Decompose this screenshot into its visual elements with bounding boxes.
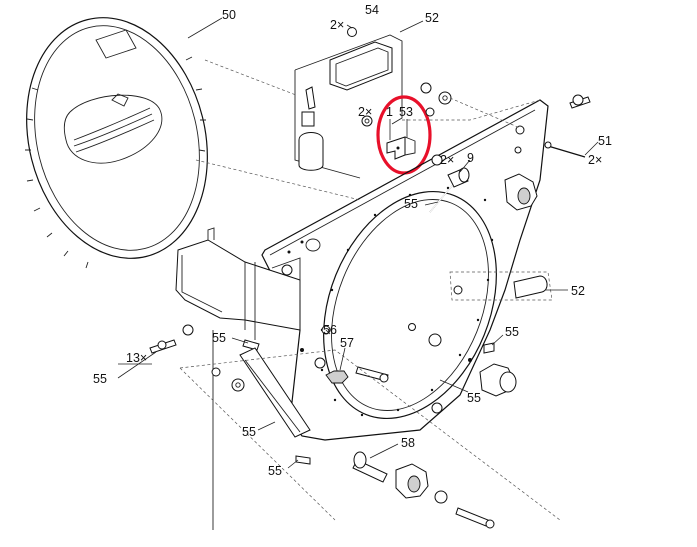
label-53: 53: [399, 105, 413, 119]
label-9: 9: [467, 151, 474, 165]
main-panel: [261, 99, 549, 441]
lower-left-parts: [149, 324, 561, 521]
label-54: 54: [365, 3, 379, 17]
label-52-lower: 52: [571, 284, 585, 298]
label-55-right: 55: [505, 325, 519, 339]
label-57: 57: [340, 336, 354, 350]
label-55-cable: 55: [404, 197, 418, 211]
label-52-top: 52: [425, 11, 439, 25]
dashed-guides: [195, 59, 541, 201]
part-53-bracket: [386, 136, 416, 160]
label-56: 56: [323, 323, 337, 337]
label-55-left: 55: [212, 331, 226, 345]
label-55-bottom: 55: [467, 391, 481, 405]
label-2x-9: 2×: [440, 153, 454, 167]
part-52-top-assembly: [294, 27, 403, 179]
label-2x-mid: 2×: [358, 105, 372, 119]
label-51: 51: [598, 134, 612, 148]
label-2x-51: 2×: [588, 153, 602, 167]
label-55-bolt: 55: [93, 372, 107, 386]
label-1: 1: [386, 105, 393, 119]
highlight-circle: [376, 95, 432, 175]
label-2x-54: 2×: [330, 18, 344, 32]
label-50: 50: [222, 8, 236, 22]
part-50-drum-front: [25, 17, 208, 269]
label-55-pin: 55: [268, 464, 282, 478]
leaders: [117, 141, 599, 469]
left-bracket: [175, 227, 301, 530]
label-58: 58: [401, 436, 415, 450]
part-58-shaft: [352, 451, 495, 529]
label-13x: 13×: [126, 351, 147, 365]
right-hardware: [314, 82, 591, 414]
label-55-strip: 55: [242, 425, 256, 439]
